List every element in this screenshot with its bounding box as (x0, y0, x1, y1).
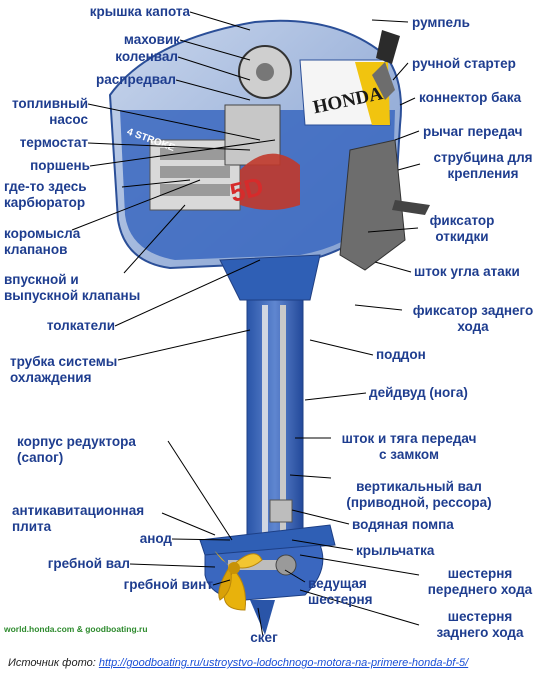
label-forward-gear: шестерня переднего хода (427, 566, 533, 597)
label-drive-gear: ведущая шестерня (308, 576, 373, 607)
label-leg: дейдвуд (нога) (369, 385, 468, 400)
label-propeller-shaft: гребной вал (47, 556, 130, 571)
clamp-bracket (339, 139, 430, 271)
label-valves: впускной и выпускной клапаны (4, 272, 141, 303)
label-hood-cover: крышка капота (89, 4, 190, 19)
label-gear-lever: рычаг передач (423, 124, 523, 139)
label-pushrods: толкатели (46, 318, 115, 333)
label-mount-clamp: струбцина для крепления (433, 150, 533, 181)
label-cooling-tube: трубка системы охлаждения (10, 354, 118, 385)
label-carburetor: где-то здесь карбюратор (4, 179, 87, 210)
label-oil-pan: поддон (376, 347, 426, 362)
label-thermostat: термостат (19, 135, 88, 150)
label-piston: поршень (30, 158, 90, 173)
label-flywheel: маховик (123, 32, 180, 47)
label-manual-starter: ручной стартер (412, 56, 516, 71)
tiller-handle (372, 30, 400, 100)
label-rocker-arms: коромысла клапанов (4, 226, 81, 257)
label-tilt-lock: фиксатор откидки (429, 213, 495, 244)
label-reverse-gear: шестерня заднего хода (436, 609, 524, 640)
label-gearbox-housing: корпус редуктора (сапог) (17, 434, 136, 465)
source-caption: Источник фото: http://goodboating.ru/ust… (8, 657, 468, 669)
label-anode: анод (139, 531, 172, 546)
label-shift-rod: шток и тяга передач с замком (341, 431, 477, 462)
label-tank-connector: коннектор бака (419, 90, 522, 105)
label-reverse-lock: фиксатор заднего хода (412, 303, 534, 334)
label-vertical-shaft: вертикальный вал (приводной, рессора) (346, 479, 492, 510)
label-fuel-pump: топливный насос (12, 96, 88, 127)
label-impeller: крыльчатка (356, 543, 435, 558)
source-link[interactable]: http://goodboating.ru/ustroystvo-lodochn… (98, 657, 469, 669)
leader-lines (71, 11, 421, 638)
label-water-pump: водяная помпа (352, 517, 454, 532)
label-anticavitation-plate: антикавитационная плита (12, 503, 145, 534)
label-skeg: скег (250, 630, 278, 645)
image-credit: world.honda.com & goodboating.ru (4, 624, 148, 634)
source-prefix: Источник фото: (8, 657, 99, 669)
midsection-leg (219, 254, 321, 541)
label-tiller: румпель (412, 15, 470, 30)
label-trim-rod: шток угла атаки (414, 264, 520, 279)
label-crankshaft: коленвал (115, 49, 178, 64)
label-camshaft: распредвал (96, 72, 176, 87)
label-propeller: гребной винт (123, 577, 213, 592)
